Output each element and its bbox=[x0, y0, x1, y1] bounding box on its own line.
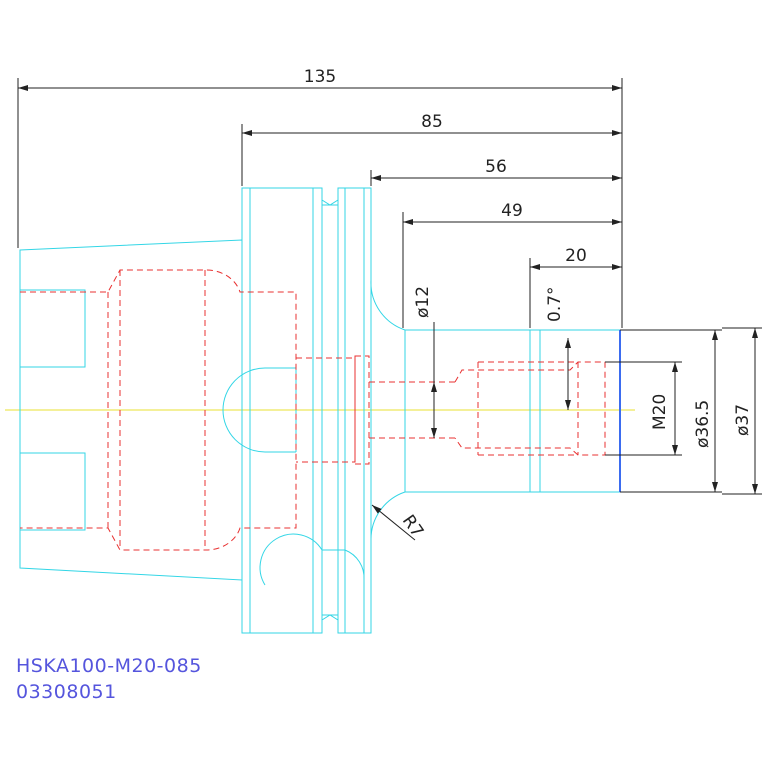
dim-diameter-outer: ø37 bbox=[733, 404, 753, 436]
dim-shank-length: 85 bbox=[421, 112, 443, 132]
dim-overall-length: 135 bbox=[304, 67, 336, 87]
dim-tip-length: 20 bbox=[565, 246, 587, 266]
dim-thread: M20 bbox=[650, 394, 670, 430]
part-name: HSKA100-M20-085 bbox=[16, 655, 202, 677]
dim-bore-diameter: ø12 bbox=[413, 286, 433, 318]
dim-diameter-inner: ø36.5 bbox=[693, 400, 713, 448]
dimension-lines bbox=[17, 78, 762, 541]
part-number: 03308051 bbox=[16, 681, 117, 703]
dim-taper-angle: 0.7° bbox=[545, 286, 565, 322]
hidden-lines bbox=[20, 269, 606, 551]
dim-nose-length: 49 bbox=[501, 201, 523, 221]
dim-body-length: 56 bbox=[485, 157, 507, 177]
dim-radius: R7 bbox=[398, 511, 427, 541]
part-outline bbox=[19, 187, 621, 634]
